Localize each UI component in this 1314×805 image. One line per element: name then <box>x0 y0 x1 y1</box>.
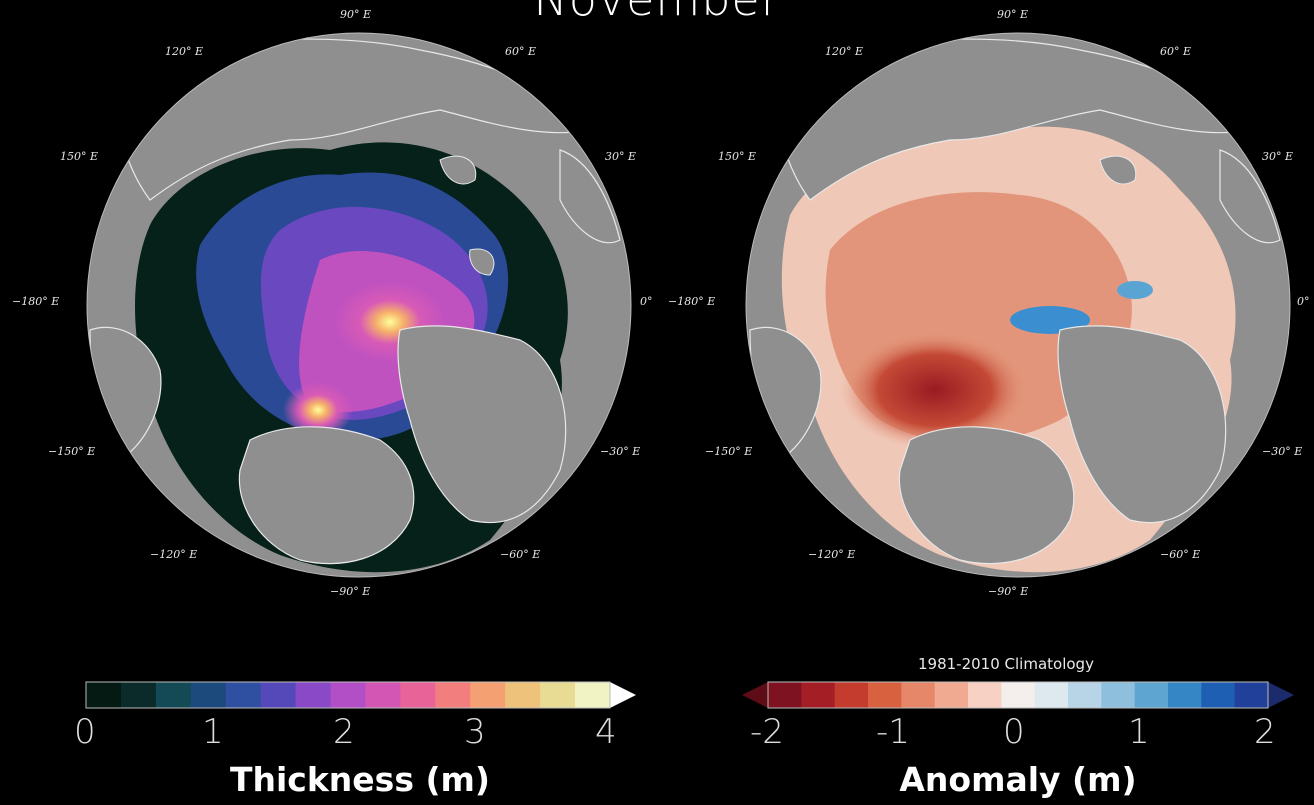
right-lon-l3: −150° E <box>705 445 752 458</box>
maps-canvas: 90° E 120° E 60° E 150° E 30° E −180° E … <box>12 8 1310 598</box>
thickness-colorbar <box>85 681 636 709</box>
right-anom-core <box>840 330 1030 450</box>
anom-bar-swatch-9 <box>1068 682 1102 708</box>
anom-bar-swatch-7 <box>1001 682 1036 708</box>
anom-bar-left-arrow <box>742 682 768 708</box>
thickness-tick-1: 1 <box>202 712 224 752</box>
anom-bar-swatch-2 <box>834 682 869 708</box>
anom-bar-swatch-12 <box>1168 682 1202 708</box>
anomaly-tick-neg1: -1 <box>876 712 910 752</box>
thick-bar-swatch-4 <box>225 682 262 708</box>
left-land-franzjosef <box>469 248 495 276</box>
anom-bar-swatch-8 <box>1034 682 1069 708</box>
thick-bar-swatch-0 <box>86 682 122 708</box>
left-lon-top: 90° E <box>340 8 371 21</box>
anom-bar-frame <box>767 681 1269 709</box>
thickness-title: Thickness (m) <box>229 760 491 799</box>
right-land-svalbard <box>1099 155 1137 185</box>
right-lon-r1: 30° E <box>1262 150 1293 163</box>
anomaly-colorbar <box>742 681 1294 709</box>
anomaly-tick-2: 2 <box>1254 712 1276 752</box>
right-land-greenland <box>1057 325 1227 524</box>
left-lon-labels: 90° E 120° E 60° E 150° E 30° E −180° E … <box>12 8 653 598</box>
left-lon-l2: −180° E <box>12 295 59 308</box>
right-lon-r3: −30° E <box>1262 445 1302 458</box>
anomaly-tick-0: 0 <box>1003 712 1025 752</box>
right-anom-positive-2 <box>1117 281 1153 299</box>
thickness-tick-4: 4 <box>595 712 617 752</box>
thick-bar-swatch-8 <box>365 682 401 708</box>
anom-bar-swatch-3 <box>868 682 902 708</box>
right-lon-l2: −180° E <box>668 295 715 308</box>
anom-bar-swatch-1 <box>801 682 836 708</box>
anom-bar-right-arrow <box>1268 682 1294 708</box>
left-lon-br: −60° E <box>500 548 540 561</box>
left-land-scandinavia <box>559 149 621 244</box>
anom-bar-swatch-11 <box>1134 682 1169 708</box>
left-lon-tr: 60° E <box>505 45 536 58</box>
right-lon-top: 90° E <box>997 8 1028 21</box>
right-land-canada <box>898 426 1075 565</box>
thick-bar-swatch-14 <box>575 682 611 708</box>
anom-bar-swatch-6 <box>968 682 1002 708</box>
left-land-svalbard <box>439 155 477 185</box>
right-lon-labels: 90° E 120° E 60° E 150° E 30° E −180° E … <box>668 8 1310 598</box>
thick-bar-swatch-1 <box>120 682 157 708</box>
thick-bar-swatch-5 <box>260 682 297 708</box>
thick-bar-swatch-12 <box>505 682 541 708</box>
right-lon-bottom: −90° E <box>988 585 1028 598</box>
anomaly-subtitle: 1981-2010 Climatology <box>918 655 1094 673</box>
anom-bar-swatch-10 <box>1101 682 1136 708</box>
left-land-siberia <box>115 38 592 201</box>
left-lon-tl: 120° E <box>165 45 203 58</box>
thick-bar-right-arrow <box>610 682 636 708</box>
anom-bar-swatch-5 <box>934 682 969 708</box>
left-lon-bl: −120° E <box>150 548 197 561</box>
thick-bar-swatch-3 <box>190 682 227 708</box>
left-map-rim <box>86 32 632 578</box>
left-lon-bottom: −90° E <box>330 585 370 598</box>
left-land-greenland <box>397 325 567 524</box>
right-land-scandinavia <box>1219 149 1281 244</box>
thick-bar-swatch-11 <box>470 682 506 708</box>
left-lon-r1: 30° E <box>605 150 636 163</box>
anom-bar-swatch-0 <box>768 682 802 708</box>
anom-bar-swatch-14 <box>1234 682 1269 708</box>
thick-bar-swatch-13 <box>540 682 576 708</box>
right-lon-br: −60° E <box>1160 548 1200 561</box>
thickness-tick-0: 0 <box>74 712 96 752</box>
right-lon-tl: 120° E <box>825 45 863 58</box>
anomaly-title: Anomaly (m) <box>899 760 1137 799</box>
anomaly-map <box>745 32 1291 578</box>
right-lon-tr: 60° E <box>1160 45 1191 58</box>
right-lon-l1: 150° E <box>718 150 756 163</box>
left-thick-hotspot-2 <box>283 382 353 438</box>
page-title: November <box>0 0 1314 26</box>
right-anom-positive-1 <box>1010 306 1090 334</box>
left-lon-l1: 150° E <box>60 150 98 163</box>
thick-bar-swatch-2 <box>155 682 192 708</box>
thick-bar-swatch-9 <box>400 682 436 708</box>
thick-bar-swatch-6 <box>295 682 332 708</box>
thickness-map <box>86 32 632 578</box>
anom-bar-swatch-13 <box>1201 682 1236 708</box>
right-lon-bl: −120° E <box>808 548 855 561</box>
thick-bar-swatch-10 <box>435 682 471 708</box>
thickness-tick-2: 2 <box>333 712 355 752</box>
thick-bar-swatch-7 <box>330 682 366 708</box>
right-lon-r2: 0° <box>1297 295 1310 308</box>
left-land-canada <box>238 426 415 565</box>
left-lon-l3: −150° E <box>48 445 95 458</box>
thick-bar-frame <box>85 681 611 709</box>
anom-bar-swatch-4 <box>901 682 936 708</box>
left-lon-r2: 0° <box>640 295 653 308</box>
right-map-rim <box>745 32 1291 578</box>
anomaly-tick-neg2: -2 <box>750 712 784 752</box>
left-lon-r3: −30° E <box>600 445 640 458</box>
right-land-siberia <box>775 38 1252 201</box>
thickness-tick-3: 3 <box>464 712 486 752</box>
anomaly-tick-1: 1 <box>1128 712 1150 752</box>
